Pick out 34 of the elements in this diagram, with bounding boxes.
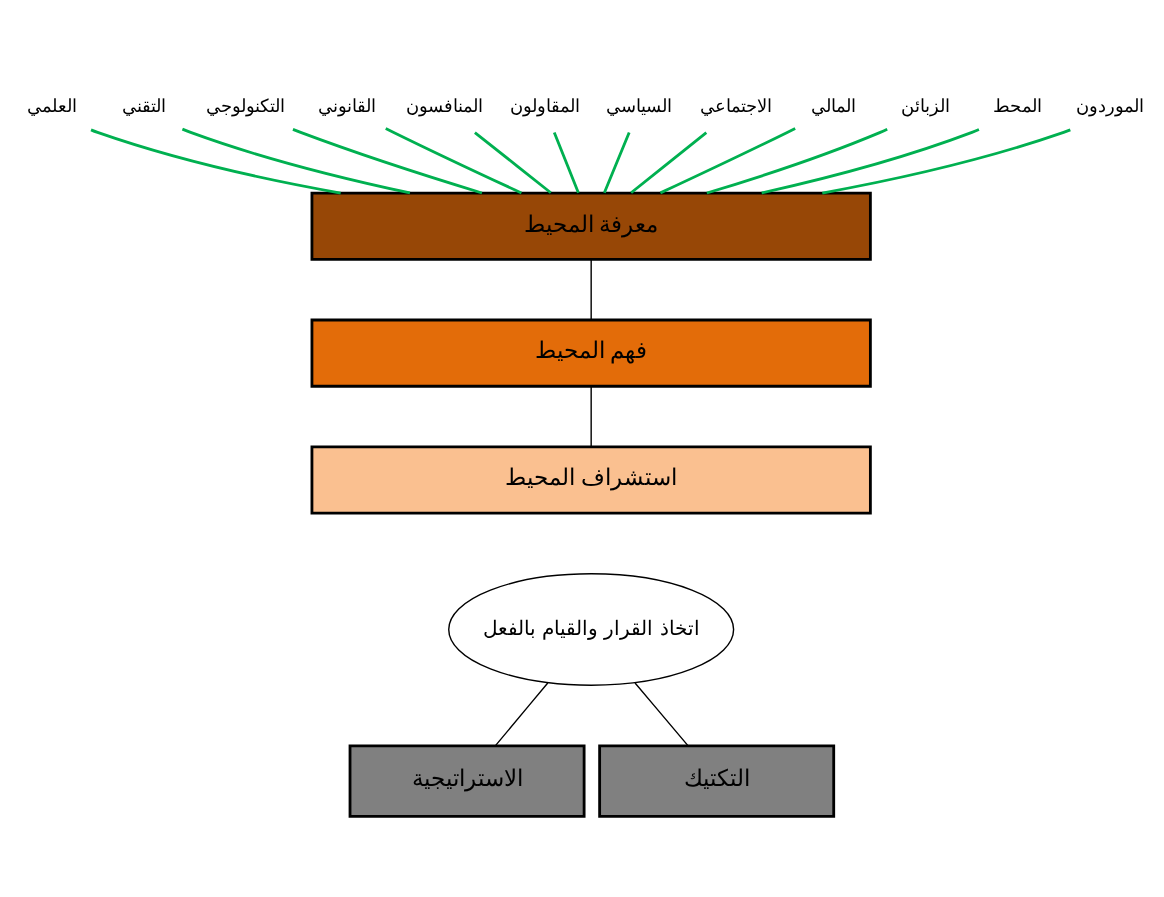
node-text: التقني [122, 94, 167, 116]
node-box: معرفة المحيط [310, 191, 872, 261]
node-text: المحط [992, 94, 1042, 116]
node-box: التكتيك [598, 743, 836, 818]
node-text: القانوني [318, 94, 377, 116]
node-text: الاجتماعي [700, 94, 773, 116]
connector [761, 127, 980, 194]
node-text: الموردون [1076, 94, 1145, 116]
connector [385, 126, 522, 194]
connector [90, 128, 341, 194]
node-text: المنافسون [406, 94, 483, 116]
node-text: السياسي [606, 94, 673, 116]
connector [474, 130, 552, 194]
connector [634, 681, 689, 746]
connector [659, 126, 796, 194]
node-text: الزبائن [900, 94, 950, 116]
node-text: المالي [811, 94, 857, 116]
node-ellipse: اتخاذ القرار والقيام بالفعل [448, 572, 735, 686]
connector [590, 385, 592, 447]
connector [590, 258, 592, 321]
node-text: التكنولوجي [206, 94, 286, 116]
connector [603, 131, 631, 193]
connector [630, 130, 708, 194]
connector [181, 127, 411, 194]
connector [822, 128, 1071, 194]
connector [552, 131, 580, 193]
node-box: فهم المحيط [310, 318, 872, 388]
connector [292, 127, 483, 194]
connector [706, 127, 888, 194]
connector [494, 681, 549, 746]
node-text: العلمي [27, 94, 78, 116]
node-box: الاستراتيجية [348, 743, 586, 818]
node-text: المقاولون [509, 94, 580, 116]
node-box: استشراف المحيط [310, 444, 872, 515]
